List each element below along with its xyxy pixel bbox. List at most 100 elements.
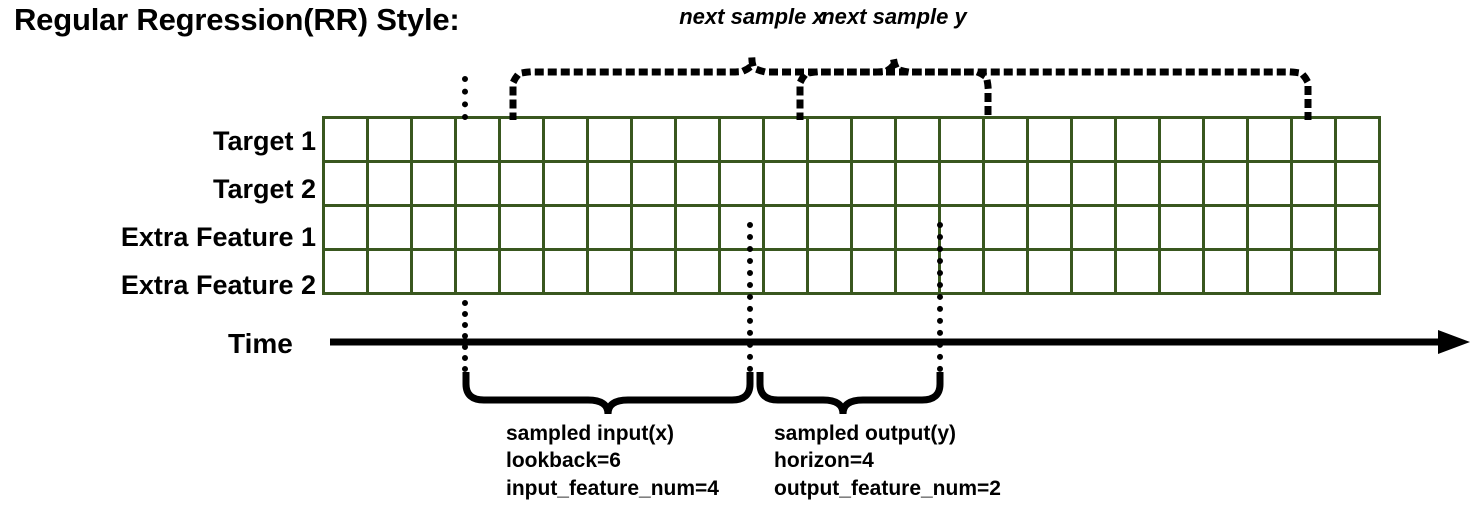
grid-cell [718,160,765,207]
row-label-extra-feature-2: Extra Feature 2 [120,270,316,300]
grid-cell [322,116,369,163]
grid-cell [498,160,545,207]
grid-cell [762,160,809,207]
grid-cell [542,116,589,163]
grid-cell [938,160,985,207]
grid-cell [1070,116,1117,163]
grid-cell [982,204,1029,251]
grid-cell [894,160,941,207]
caption-line-input-title: sampled input(x) [506,422,675,445]
grid-cell [366,248,413,295]
caption-line-output-feature: output_feature_num=2 [774,476,1001,500]
grid-cell [454,248,501,295]
grid-cell [630,160,677,207]
grid-cell [762,204,809,251]
grid-cell [542,160,589,207]
grid-cell [674,248,721,295]
grid-cell [366,116,413,163]
row-label-target-1: Target 1 [212,126,316,156]
grid-cell [1290,204,1337,251]
grid-cell [762,248,809,295]
grid-cell [1202,116,1249,163]
grid-cell [322,204,369,251]
grid-cell [938,248,985,295]
grid-cell [762,116,809,163]
bottom-caption-sampled-output: sampled output(y) horizon=4 output_featu… [774,420,1001,502]
grid-cell [586,248,633,295]
grid-cell [322,248,369,295]
grid-cell [498,116,545,163]
grid-cell [850,160,897,207]
grid-cell [674,116,721,163]
grid-cell [410,204,457,251]
grid-cell [1334,160,1381,207]
top-brace-label-next-sample-x: next sample x [679,4,825,29]
grid-cell [1246,160,1293,207]
grid-cell [894,204,941,251]
page-title: Regular Regression(RR) Style: [14,2,460,37]
grid-cell [1114,248,1161,295]
grid-cell [586,160,633,207]
grid-cell [1158,204,1205,251]
grid-cell [850,248,897,295]
grid-cell [1026,116,1073,163]
grid-cell [1202,204,1249,251]
grid-cell [1070,204,1117,251]
guide-line-horizon-end [937,222,943,372]
brace-next-sample-x [509,59,992,120]
grid-cell [410,116,457,163]
grid-cell [674,204,721,251]
grid-cell [1202,248,1249,295]
grid-row-extra1 [322,204,1381,251]
caption-line-output-title: sampled output(y) [774,422,956,445]
grid-cell [850,204,897,251]
grid-cell [630,248,677,295]
grid-cell [1246,116,1293,163]
grid-cell [1070,248,1117,295]
grid-cell [586,204,633,251]
top-brace-label-next-sample-y: next sample y [821,4,967,29]
grid-cell [1290,160,1337,207]
grid-cell [1334,116,1381,163]
caption-line-horizon: horizon=4 [774,449,874,473]
guide-line-lookback-start [462,300,468,372]
grid-cell [366,204,413,251]
grid-cell [1202,160,1249,207]
grid-cell [718,116,765,163]
grid-cell [982,248,1029,295]
grid-cell [1334,204,1381,251]
grid-cell [1334,248,1381,295]
grid-cell [850,116,897,163]
grid-cell [1026,248,1073,295]
grid-cell [1290,248,1337,295]
grid-cell [1114,160,1161,207]
grid-cell [1246,204,1293,251]
grid-cell [542,248,589,295]
grid-cell [1070,160,1117,207]
grid-cell [410,248,457,295]
grid-cell [806,248,853,295]
grid-cell [1158,116,1205,163]
grid-cell [1158,248,1205,295]
row-label-extra-feature-1: Extra Feature 1 [120,222,316,252]
grid-row-target2 [322,160,1381,207]
brace-sampled-input [462,372,754,415]
grid-cell [1026,204,1073,251]
grid-cell [498,204,545,251]
caption-line-input-feature: input_feature_num=4 [506,476,719,500]
grid-cell [982,116,1029,163]
grid-cell [982,160,1029,207]
caption-line-lookback: lookback=6 [506,449,621,473]
grid-cell [454,204,501,251]
brace-sampled-output [756,372,944,415]
grid-cell [718,204,765,251]
grid-cell [718,248,765,295]
grid-row-target1 [322,116,1381,163]
timeline-grid [322,116,1381,295]
grid-cell [1026,160,1073,207]
grid-cell [938,204,985,251]
grid-cell [410,160,457,207]
grid-cell [454,160,501,207]
brace-next-sample-y [796,59,1312,120]
